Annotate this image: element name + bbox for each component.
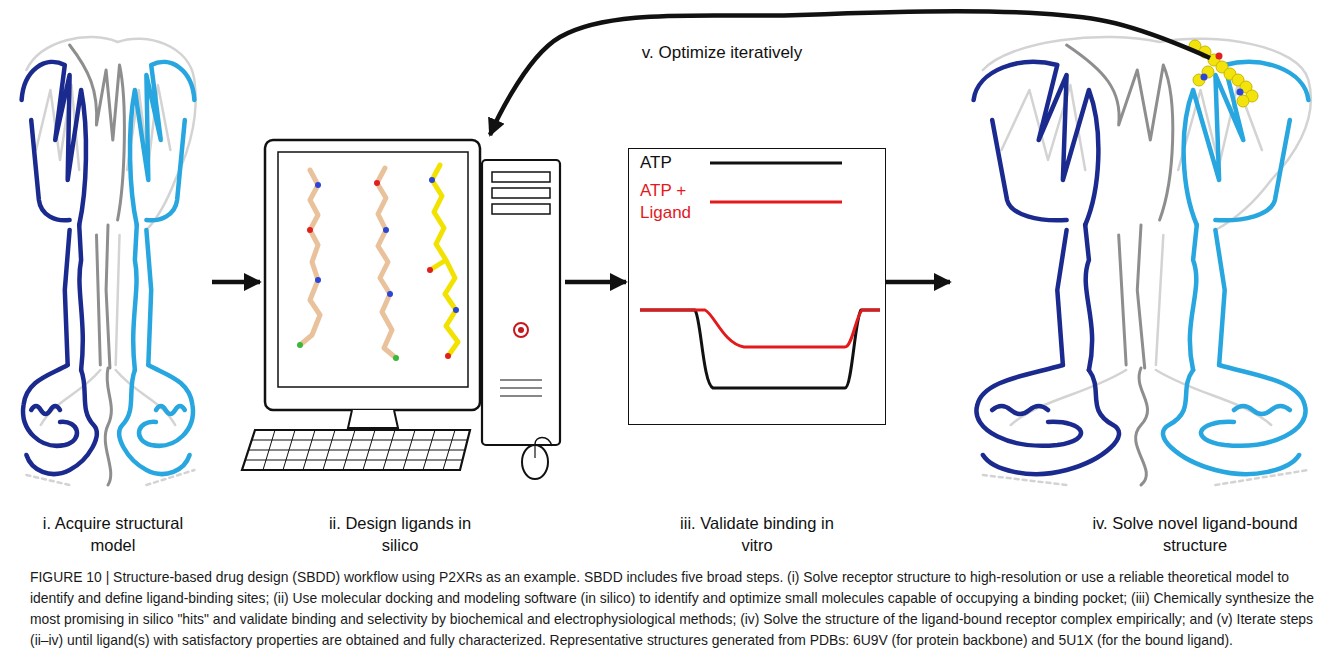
computer-illustration: [348, 410, 398, 428]
computer-illustration: [315, 277, 321, 283]
computer-illustration: [242, 430, 470, 470]
computer-illustration: [300, 165, 458, 358]
computer-illustration: [393, 355, 399, 361]
computer-illustration: [246, 440, 467, 460]
ligand-bound-structure: [974, 37, 1311, 485]
flow-arrow: [490, 11, 1210, 135]
computer-illustration: [430, 165, 458, 356]
bound-ligand: [1189, 40, 1258, 107]
receptor-structure: [22, 37, 196, 485]
computer-illustration: [377, 168, 396, 358]
computer-illustration: [514, 323, 528, 337]
computer-illustration: [453, 307, 459, 313]
legend-label: ATP + Ligand: [640, 180, 702, 224]
flow-arrow: [565, 280, 626, 285]
step-label: iii. Validate binding in vitro: [676, 512, 838, 556]
legend-line: [710, 162, 842, 165]
computer-illustration: [429, 177, 435, 183]
computer-illustration: [492, 204, 550, 214]
bound-ligand: [1237, 95, 1249, 107]
bound-ligand: [1201, 74, 1208, 81]
computer-illustration: [534, 446, 535, 458]
computer-illustration: [383, 227, 389, 233]
workflow-step: i. Acquire structural model: [10, 25, 212, 565]
current-trace: [640, 310, 880, 388]
computer-illustration: [307, 227, 313, 233]
bound-ligand: [1237, 89, 1244, 96]
bound-ligand: [1216, 53, 1223, 60]
computer-illustration: [492, 172, 550, 182]
current-trace: [640, 310, 880, 388]
workflow-step: ii. Design ligands in silico: [262, 135, 565, 565]
flow-arrow: [212, 280, 260, 285]
legend-entry: ATP + Ligand: [640, 180, 702, 224]
computer-illustration: [374, 180, 380, 186]
step-label: iv. Solve novel ligand-bound structure: [1070, 512, 1320, 556]
legend-line: [710, 201, 842, 204]
current-trace: [640, 310, 880, 347]
workflow-step: iv. Solve novel ligand-bound structure: [952, 58, 1332, 565]
computer-illustration: [522, 445, 548, 479]
computer-illustration: [445, 353, 451, 359]
computer-illustration: [492, 188, 550, 198]
computer-illustration: [297, 177, 459, 361]
computer-illustration: [315, 182, 321, 188]
computer-illustration: [500, 380, 542, 396]
computer-illustration: [482, 160, 560, 445]
step-label: i. Acquire structural model: [26, 512, 201, 556]
edge-label-box: v. Optimize iteratively: [597, 42, 847, 64]
legend-entry: ATP: [640, 152, 702, 174]
step-label: ii. Design ligands in silico: [325, 512, 475, 556]
figure-caption: FIGURE 10 | Structure-based drug design …: [30, 567, 1320, 650]
computer-illustration: [387, 291, 393, 297]
computer-illustration: [297, 342, 303, 348]
computer-illustration: [263, 430, 455, 470]
edge-label: v. Optimize iteratively: [639, 43, 805, 62]
legend-label: ATP: [640, 152, 702, 174]
computer-illustration: [427, 267, 433, 273]
flow-arrow: [886, 280, 950, 285]
computer-illustration: [278, 152, 468, 387]
computer-illustration: [265, 140, 480, 410]
computer-illustration: [300, 170, 320, 345]
computer-illustration: [242, 140, 560, 479]
computer-illustration: [518, 327, 524, 333]
